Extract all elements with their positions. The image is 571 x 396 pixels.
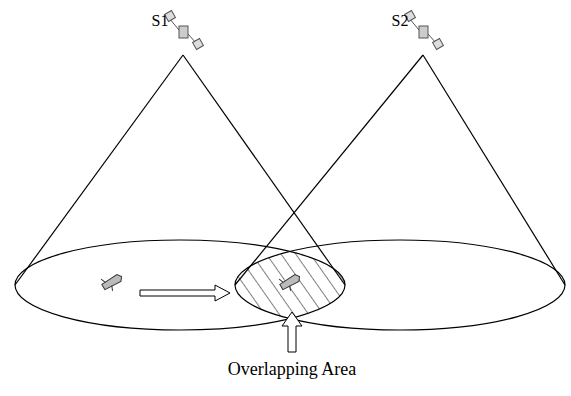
satellite-label: S2 bbox=[392, 12, 409, 30]
area-label: Overlapping Area bbox=[228, 360, 356, 380]
pointer-arrow bbox=[282, 312, 302, 352]
satellite-icon bbox=[165, 11, 204, 50]
movement-arrow bbox=[140, 285, 230, 301]
satellite-label: S1 bbox=[152, 12, 169, 30]
vehicle-icon bbox=[99, 270, 125, 294]
vehicle-icon bbox=[277, 270, 303, 294]
satellite-icon bbox=[405, 11, 444, 50]
beam-cone bbox=[15, 55, 565, 285]
coverage-ellipse bbox=[235, 240, 565, 330]
